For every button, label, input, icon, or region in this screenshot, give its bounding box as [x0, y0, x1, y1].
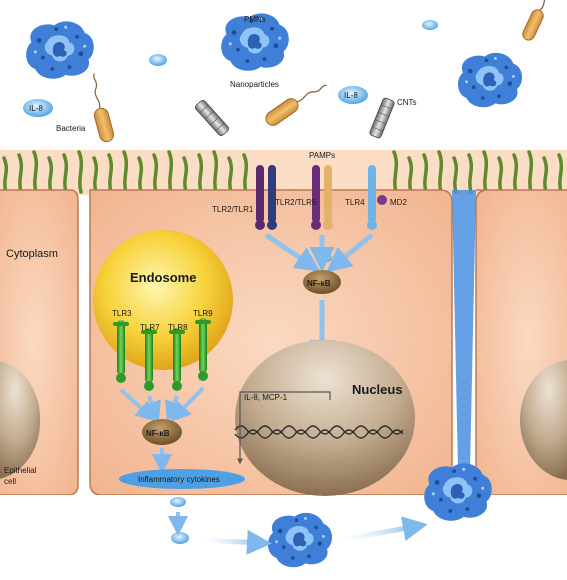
label-endosome: Endosome [130, 270, 196, 285]
signal-arrow [142, 395, 161, 422]
cilium [227, 156, 234, 194]
label-tlr7: TLR7 [140, 323, 160, 332]
cilium [47, 156, 54, 194]
cilium [92, 156, 99, 194]
label-inflammatory-cytokines: Inflammatory cytokines [138, 475, 220, 484]
transcription-arrow [237, 391, 331, 465]
label-nfkb-top: NF-κB [307, 279, 331, 288]
tlr4-md2-receptor [367, 165, 387, 230]
signal-arrow [326, 233, 374, 273]
tlr2-tlr6-receptor [311, 165, 333, 230]
label-tlr3: TLR3 [112, 309, 132, 318]
label-cytoplasm: Cytoplasm [6, 248, 58, 260]
cilium [122, 150, 129, 194]
cilium [557, 153, 564, 194]
cilium [152, 153, 159, 194]
label-gene-products: IL-8, MCP-1 [244, 393, 288, 402]
label-nfkb-bottom: NF-κB [146, 429, 170, 438]
endosome [93, 230, 233, 370]
cytokine-molecule [171, 532, 189, 544]
bacterium [93, 73, 115, 143]
il8-molecule [338, 86, 368, 104]
recruitment-arrow [199, 529, 272, 555]
label-tlr2-tlr6: TLR2/TLR6 [275, 198, 317, 207]
nfkb-bottom [142, 419, 182, 445]
signal-arrow [170, 386, 205, 422]
tlr2-tlr1-receptor [255, 165, 277, 230]
recruitment-arrow [339, 516, 428, 543]
tlr9-receptor [195, 318, 211, 381]
label-md2: MD2 [390, 198, 407, 207]
right-cell-nucleus [519, 360, 567, 480]
label-tlr4: TLR4 [345, 198, 365, 207]
il8-molecule [23, 99, 53, 117]
label-tlr9: TLR9 [193, 309, 213, 318]
cilium [482, 150, 489, 194]
cilium [527, 150, 534, 194]
label-tlr8: TLR8 [168, 323, 188, 332]
label-bacteria: Bacteria [56, 124, 86, 133]
cilium [422, 153, 429, 194]
cnt-tube [369, 97, 395, 139]
cilium [242, 153, 249, 194]
label-nanoparticles: Nanoparticles [230, 80, 279, 89]
cilia-layer [2, 150, 564, 194]
il8-molecule [422, 20, 438, 30]
label-nucleus: Nucleus [352, 382, 403, 397]
label-epithelial-line1: Epithelial [4, 466, 37, 475]
apical-surface [0, 150, 567, 195]
cilium [542, 156, 549, 194]
label-epithelial-line2: cell [4, 477, 16, 486]
cilium [197, 153, 204, 194]
cilium [182, 156, 189, 194]
bacterium [265, 84, 328, 126]
dna-strand [234, 425, 404, 435]
bacterium [522, 0, 559, 41]
cilium [452, 156, 459, 194]
cytokine-molecule [170, 497, 186, 507]
dna-strand [234, 429, 404, 439]
tlr3-receptor [113, 320, 129, 383]
cilium [392, 150, 399, 194]
cilium [137, 156, 144, 194]
label-cnts: CNTs [397, 98, 417, 107]
inflammatory-cytokines-pill [119, 469, 245, 489]
cilium [17, 153, 24, 194]
tlr8-receptor [169, 328, 185, 391]
cilium [497, 156, 504, 194]
paracellular-channel [452, 190, 476, 470]
tlr7-receptor [141, 328, 157, 391]
nanoparticle-tube [194, 99, 230, 137]
left-cell-nucleus [0, 361, 41, 479]
signal-arrow [264, 232, 321, 272]
cilium [2, 156, 9, 194]
il8-molecule [149, 54, 167, 66]
cilium [437, 150, 444, 194]
cilium [77, 150, 84, 194]
cilium [212, 150, 219, 194]
label-il8-left: IL-8 [29, 104, 43, 113]
nucleus [235, 340, 415, 496]
cilium [107, 153, 114, 194]
cilium [62, 153, 69, 194]
nfkb-top [303, 270, 341, 294]
label-tlr2-tlr1: TLR2/TLR1 [212, 205, 254, 214]
cilium [512, 153, 519, 194]
label-pmns: PMNs [244, 15, 266, 24]
cilium [407, 156, 414, 194]
cilium [467, 153, 474, 194]
label-il8-right: IL-8 [344, 91, 358, 100]
cilium [167, 150, 174, 194]
label-pamps: PAMPs [309, 151, 335, 160]
cilium [32, 150, 39, 194]
